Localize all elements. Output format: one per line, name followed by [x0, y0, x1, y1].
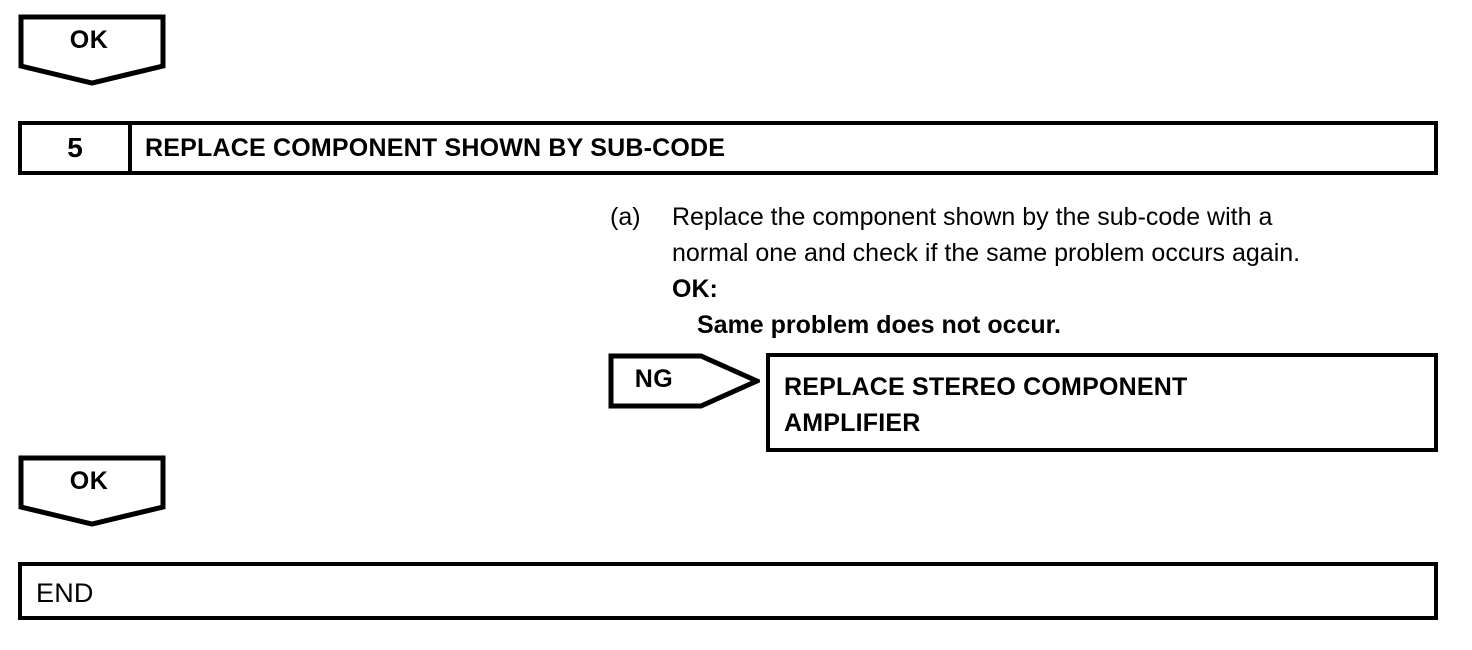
pentagon-down-icon: [18, 14, 166, 86]
instruction-block: (a) Replace the component shown by the s…: [610, 199, 1300, 343]
connector-ok-top-label: OK: [69, 26, 109, 54]
connector-ng-branch: NG: [608, 353, 760, 409]
pentagon-right-icon: [608, 353, 760, 409]
ng-result-line: REPLACE STEREO COMPONENT: [784, 373, 1188, 401]
step-number: 5: [22, 125, 132, 171]
connector-ok-bottom-label: OK: [69, 467, 109, 495]
instruction-line-ok-label: OK:: [672, 275, 718, 303]
connector-ok-top: OK: [18, 14, 166, 86]
step-title: REPLACE COMPONENT SHOWN BY SUB-CODE: [145, 133, 726, 162]
instruction-line-ok-criteria: Same problem does not occur.: [697, 311, 1061, 339]
step-header-bar: 5 REPLACE COMPONENT SHOWN BY SUB-CODE: [18, 121, 1438, 175]
instruction-marker: (a): [610, 203, 641, 231]
pentagon-down-icon: [18, 455, 166, 527]
ng-result-box: REPLACE STEREO COMPONENT AMPLIFIER: [766, 353, 1438, 452]
instruction-body: Replace the component shown by the sub-c…: [672, 199, 1300, 343]
instruction-line: normal one and check if the same problem…: [672, 239, 1301, 267]
connector-ok-bottom: OK: [18, 455, 166, 527]
ng-result-text: REPLACE STEREO COMPONENT AMPLIFIER: [770, 357, 1434, 441]
end-box: END: [18, 562, 1438, 620]
instruction-line: Replace the component shown by the sub-c…: [672, 203, 1273, 231]
end-box-label: END: [36, 578, 94, 608]
connector-ng-branch-label: NG: [634, 365, 674, 393]
ng-result-line: AMPLIFIER: [784, 409, 921, 437]
